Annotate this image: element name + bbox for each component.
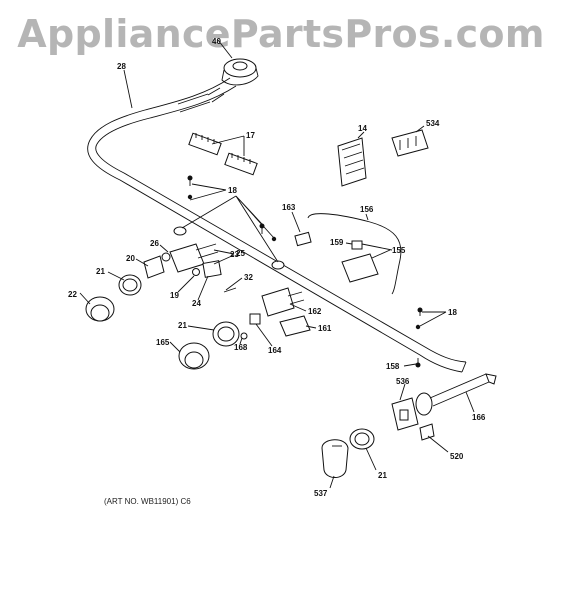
callout-161: 161 xyxy=(318,324,332,333)
callout-20: 20 xyxy=(126,254,135,263)
part-14-module xyxy=(337,137,367,187)
callout-28: 28 xyxy=(117,62,126,71)
art-number: (ART NO. WB11901) C6 xyxy=(104,497,191,506)
left-valve-assembly xyxy=(85,243,237,322)
callout-24: 24 xyxy=(192,299,201,308)
callout-23: 23 xyxy=(230,250,239,259)
callout-19: 19 xyxy=(170,291,179,300)
callout-21-left: 21 xyxy=(96,267,105,276)
callout-156: 156 xyxy=(360,205,374,214)
part-163 xyxy=(294,231,312,247)
callout-163: 163 xyxy=(282,203,296,212)
callout-158: 158 xyxy=(386,362,400,371)
callout-18-right: 18 xyxy=(448,308,457,317)
callout-40: 40 xyxy=(212,37,221,46)
callout-520: 520 xyxy=(450,452,464,461)
callout-26: 26 xyxy=(150,239,159,248)
callout-22: 22 xyxy=(68,290,77,299)
callout-labels: 40 28 17 14 534 18 163 156 26 25 159 155… xyxy=(68,37,486,498)
callout-32: 32 xyxy=(244,273,253,282)
callout-159: 159 xyxy=(330,238,344,247)
callout-536: 536 xyxy=(396,377,410,386)
callout-25: 25 xyxy=(236,249,245,258)
callout-534: 534 xyxy=(426,119,440,128)
callout-21-bottom: 21 xyxy=(378,471,387,480)
callout-164: 164 xyxy=(268,346,282,355)
callout-17: 17 xyxy=(246,131,255,140)
callout-162: 162 xyxy=(308,307,322,316)
part-40-fitting xyxy=(177,58,259,113)
part-537-knob xyxy=(321,428,375,478)
leader-lines xyxy=(79,39,475,489)
callout-537: 537 xyxy=(314,489,328,498)
callout-21-middle: 21 xyxy=(178,321,187,330)
right-valve-assembly xyxy=(178,287,311,370)
callout-155: 155 xyxy=(392,246,406,255)
callout-168: 168 xyxy=(234,343,248,352)
watermark: AppliancePartsPros.com xyxy=(17,12,545,56)
callout-166: 166 xyxy=(472,413,486,422)
callout-165: 165 xyxy=(156,338,170,347)
manifold-tube xyxy=(87,77,467,373)
part-534-switch xyxy=(391,129,429,157)
callout-14: 14 xyxy=(358,124,367,133)
part-536-bracket xyxy=(391,373,497,441)
part-156-harness xyxy=(307,213,402,295)
part-18-screws xyxy=(173,175,423,368)
part-17-terminal-blocks xyxy=(188,132,258,176)
callout-18-upper: 18 xyxy=(228,186,237,195)
